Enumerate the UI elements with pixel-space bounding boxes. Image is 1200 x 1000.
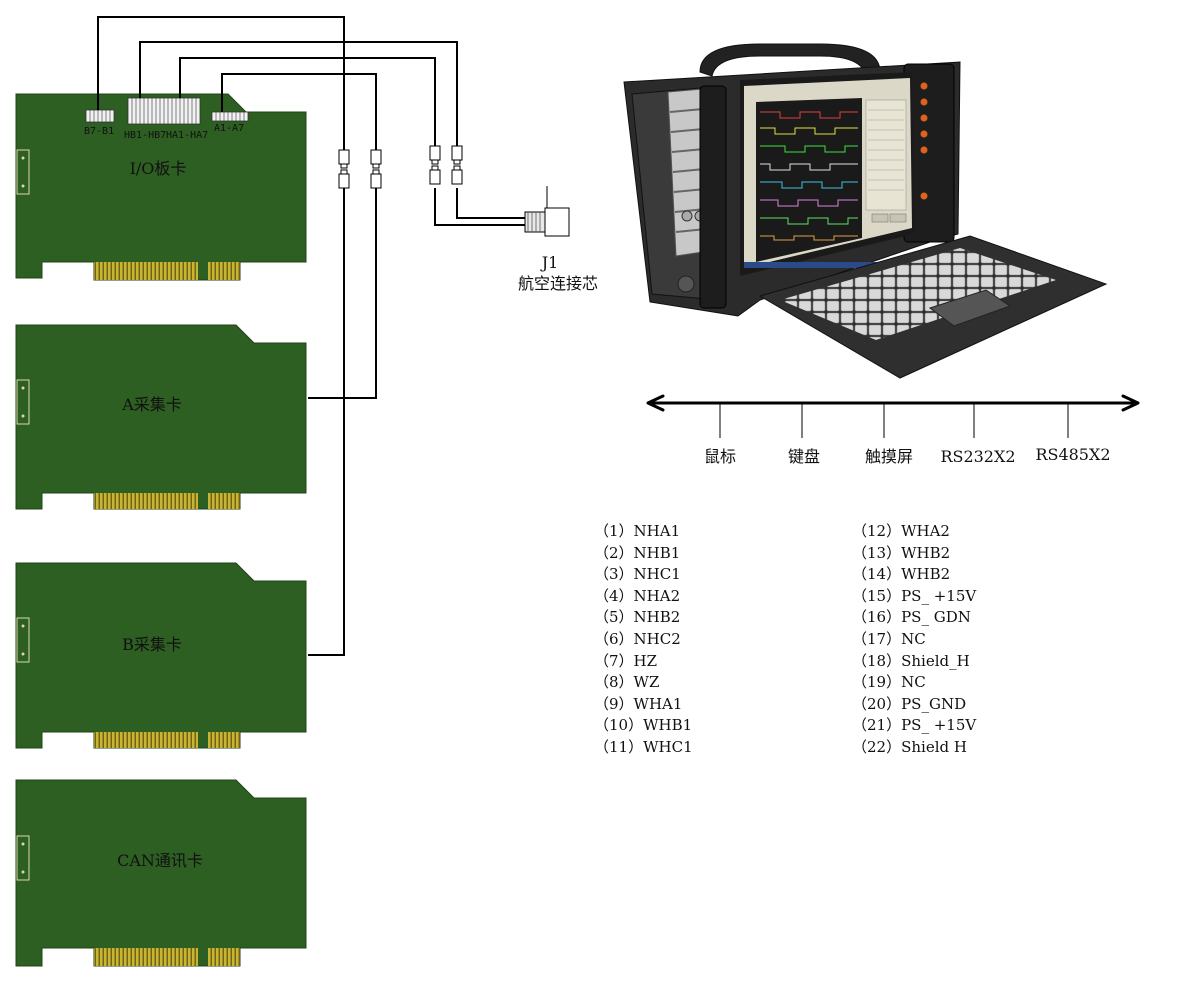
pin-14: （14）WHB2: [852, 565, 950, 583]
bus-label-rs232: RS232X2: [940, 447, 1015, 466]
io-card-bracket-connector: [16, 149, 30, 195]
pin-9: （9）WHA1: [594, 695, 682, 713]
pin-19: （19）NC: [852, 673, 926, 691]
pin-7: （7）HZ: [594, 652, 657, 670]
io-label-a: A1-A7: [214, 123, 244, 134]
wiring: [97, 16, 525, 656]
io-card-label: I/O板卡: [130, 159, 187, 178]
pin-3: （3）NHC1: [594, 565, 681, 583]
pin-20: （20）PS_GND: [852, 695, 966, 713]
pin-13: （13）WHB2: [852, 544, 950, 562]
pin-11: （11）WHC1: [594, 738, 693, 756]
pin-1: （1）NHA1: [594, 522, 680, 540]
bus-label-mouse: 鼠标: [704, 447, 736, 466]
pin-list-left: （1）NHA1 （2）NHB1 （3）NHC1 （4）NHA2 （5）NHB2 …: [594, 522, 693, 756]
pin-21: （21）PS_ +15V: [852, 716, 977, 734]
pin-15: （15）PS_ +15V: [852, 587, 977, 605]
wire-a-card: [221, 73, 377, 150]
a-card: A采集卡: [15, 324, 307, 510]
wire-ha-j1: [179, 57, 436, 146]
j1-id: J1: [540, 253, 559, 272]
can-card-label: CAN通讯卡: [117, 851, 203, 870]
pin-12: （12）WHA2: [852, 522, 950, 540]
pin-16: （16）PS_ GDN: [852, 608, 971, 626]
pin-17: （17）NC: [852, 630, 926, 648]
keyboard-keys: [780, 248, 1056, 340]
b-card: B采集卡: [15, 562, 307, 749]
bus-label-keyboard: 键盘: [788, 447, 820, 466]
bus-label-rs485: RS485X2: [1035, 445, 1110, 464]
pin-8: （8）WZ: [594, 673, 659, 691]
pin-10: （10）WHB1: [594, 716, 692, 734]
a-card-label: A采集卡: [121, 395, 182, 414]
wire-hb-j1: [139, 41, 458, 146]
screen-waveform-plot: [756, 98, 862, 262]
inline-plugs: [338, 145, 463, 189]
can-card: CAN通讯卡: [15, 779, 307, 967]
touchpad: [928, 289, 1012, 327]
pin-5: （5）NHB2: [594, 608, 680, 626]
io-header-b7b1: [85, 109, 115, 123]
io-card-gold-fingers: [94, 262, 198, 280]
io-label-b7b1: B7-B1: [84, 126, 114, 137]
pin-list-right: （12）WHA2 （13）WHB2 （14）WHB2 （15）PS_ +15V …: [852, 522, 977, 756]
bus-label-touchscreen: 触摸屏: [865, 447, 913, 466]
j1-aviation-connector: J1 航空连接芯: [518, 186, 598, 293]
io-header-a1a7: [211, 111, 249, 122]
pin-18: （18）Shield_H: [852, 652, 970, 670]
j1-name: 航空连接芯: [518, 274, 598, 293]
portable-computer-image: [623, 43, 1108, 379]
pin-22: （22）Shield H: [852, 738, 967, 756]
pin-2: （2）NHB1: [594, 544, 680, 562]
io-label-hb: HB1-HB7: [124, 130, 166, 141]
io-label-ha: HA1-HA7: [166, 130, 208, 141]
wire-b-card: [97, 16, 345, 150]
b-card-label: B采集卡: [122, 635, 182, 654]
io-bus: 鼠标 键盘 触摸屏 RS232X2 RS485X2: [646, 394, 1140, 466]
io-card: B7-B1 HB1-HB7 HA1-HA7 A1-A7 I/O板卡: [15, 93, 307, 281]
pin-4: （4）NHA2: [594, 587, 680, 605]
pin-6: （6）NHC2: [594, 630, 681, 648]
